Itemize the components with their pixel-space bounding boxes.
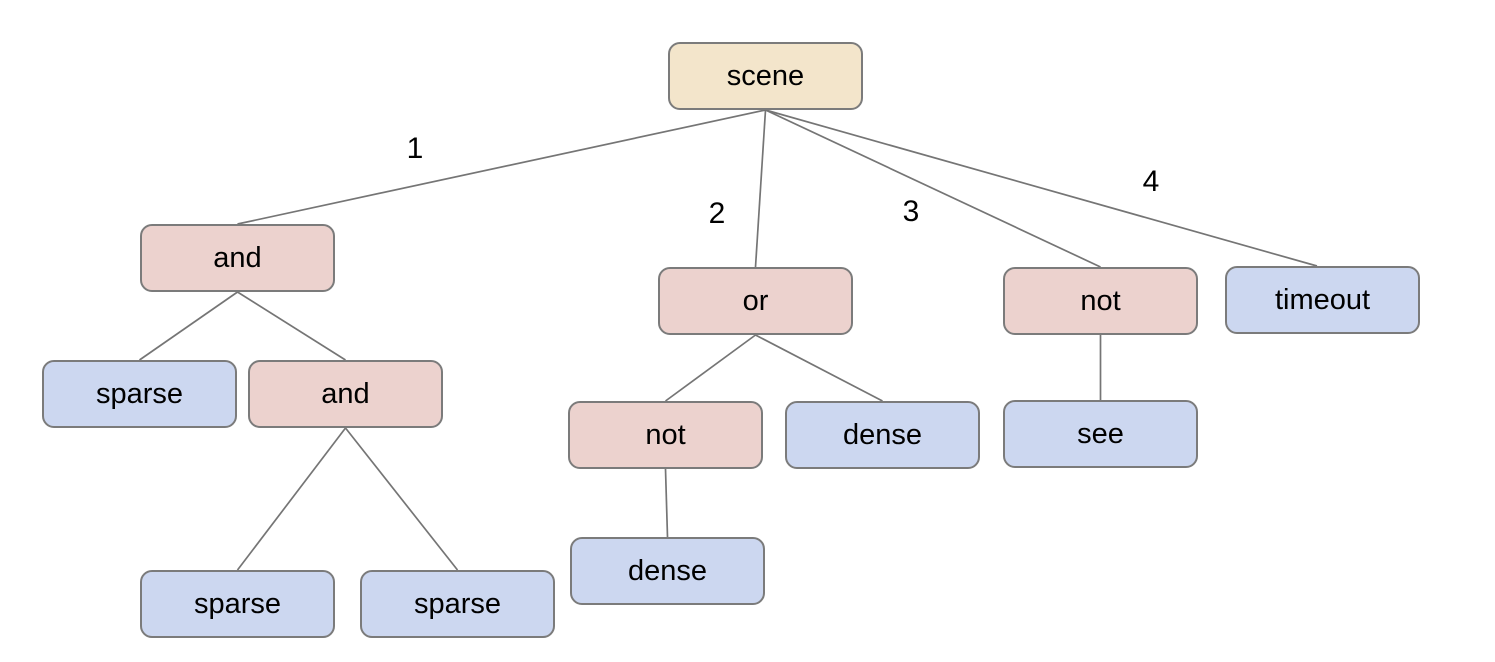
node-sparse2: sparse (140, 570, 335, 638)
node-not2: not (568, 401, 763, 469)
edge-label-3: 3 (902, 195, 920, 228)
edge-and1-to-sparse1 (139, 291, 238, 361)
edge-scene-to-timeout1 (765, 109, 1318, 267)
edge-label-4: 4 (1142, 165, 1160, 198)
node-not1: not (1003, 267, 1198, 335)
edge-not2-to-dense2 (664, 468, 669, 538)
node-see1: see (1003, 400, 1198, 468)
edge-scene-to-or1 (754, 109, 767, 268)
edge-scene-to-not1 (765, 109, 1101, 268)
edge-scene-to-and1 (237, 109, 766, 225)
node-sparse3: sparse (360, 570, 555, 638)
edge-or1-to-not2 (664, 334, 757, 402)
edge-and1-to-and2 (237, 291, 346, 361)
edge-or1-to-dense1 (755, 334, 883, 402)
edge-and2-to-sparse2 (236, 427, 347, 571)
node-sparse1: sparse (42, 360, 237, 428)
node-or1: or (658, 267, 853, 335)
edge-and2-to-sparse3 (344, 427, 459, 571)
node-and1: and (140, 224, 335, 292)
edge-label-1: 1 (406, 132, 424, 165)
node-dense1: dense (785, 401, 980, 469)
node-timeout1: timeout (1225, 266, 1420, 334)
node-scene: scene (668, 42, 863, 110)
edge-label-2: 2 (708, 197, 726, 230)
node-and2: and (248, 360, 443, 428)
node-dense2: dense (570, 537, 765, 605)
